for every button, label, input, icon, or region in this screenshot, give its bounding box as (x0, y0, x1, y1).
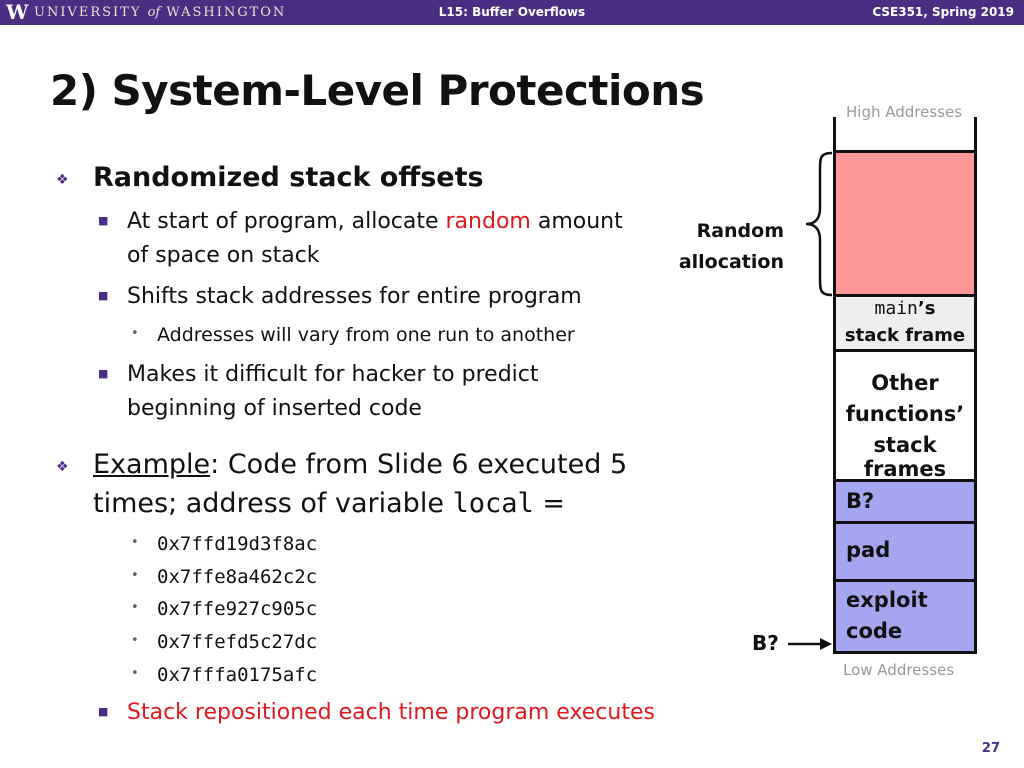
university-name-post: WASHINGTON (166, 5, 287, 20)
pad-block (833, 521, 977, 582)
high-addresses-label: High Addresses (846, 103, 963, 121)
sub-bullet-allocate-pre: At start of program, allocate (127, 209, 446, 234)
pad-label: pad (846, 538, 891, 562)
other-frames-line2: functions’ (845, 402, 965, 426)
main-stack-frame-label-line1: main’s (836, 298, 974, 319)
sub-sub-bullet-vary: Addresses will vary from one run to anot… (157, 324, 575, 346)
dot-bullet-icon: • (131, 568, 139, 583)
sub-bullet-allocate-line2: of space on stack (127, 243, 320, 268)
sub-bullet-difficult: Makes it difficult for hacker to predict (127, 362, 539, 387)
slide-title: 2) System-Level Protections (50, 66, 705, 115)
sub-bullet-repositioned: Stack repositioned each time program exe… (127, 700, 655, 725)
example-label: Example (93, 449, 211, 480)
other-frames-line3: stack frames (863, 433, 947, 481)
sub-bullet-allocate: At start of program, allocate random amo… (127, 209, 623, 234)
random-allocation-line2: allocation (678, 251, 784, 273)
example-line2-pre: times; address of variable (93, 488, 453, 519)
main-code: main (874, 298, 918, 319)
return-address-label: B? (846, 489, 875, 513)
address-item: 0x7ffd19d3f8ac (157, 533, 318, 555)
square-bullet-icon: ■ (98, 214, 109, 227)
stack-right-edge (974, 117, 977, 153)
address-item: 0x7ffe8a462c2c (157, 566, 318, 588)
main-suffix: ’s (917, 298, 936, 319)
main-stack-frame-label-line2: stack frame (844, 325, 966, 346)
low-addresses-label: Low Addresses (843, 661, 955, 679)
diamond-bullet-icon: ❖ (56, 459, 69, 475)
dot-bullet-icon: • (131, 326, 139, 341)
lecture-title: L15: Buffer Overflows (438, 5, 586, 19)
other-frames-line1: Other (871, 371, 939, 395)
dot-bullet-icon: • (131, 633, 139, 648)
stack-left-edge (833, 117, 836, 153)
random-allocation-line1: Random (696, 220, 784, 242)
dot-bullet-icon: • (131, 600, 139, 615)
uw-logo-icon: W (6, 0, 29, 24)
sub-bullet-allocate-post: amount (530, 209, 623, 234)
university-name-pre: UNIVERSITY (34, 5, 142, 20)
square-bullet-icon: ■ (98, 289, 109, 302)
return-address-block (833, 479, 977, 524)
university-name: UNIVERSITY of WASHINGTON (34, 5, 286, 20)
square-bullet-icon: ■ (98, 705, 109, 718)
bullet-example-line2: times; address of variable local = (93, 488, 565, 519)
dot-bullet-icon: • (131, 666, 139, 681)
dot-bullet-icon: • (131, 535, 139, 550)
exploit-label-line2: code (846, 619, 903, 643)
other-frames-right-edge (974, 352, 977, 480)
pointer-arrow-icon (788, 638, 832, 650)
sub-bullet-allocate-random: random (445, 209, 531, 234)
sub-bullet-difficult-line2: beginning of inserted code (127, 396, 422, 421)
random-allocation-block (833, 150, 977, 297)
sub-bullet-shifts: Shifts stack addresses for entire progra… (127, 284, 582, 309)
bullet-randomized-offsets: Randomized stack offsets (93, 162, 484, 193)
variable-local: local (452, 488, 534, 519)
brace-icon (805, 151, 833, 297)
example-line2-eq: = (533, 488, 566, 519)
bullet-example: Example: Code from Slide 6 executed 5 (93, 449, 627, 480)
address-item: 0x7fffa0175afc (157, 664, 318, 686)
course-label: CSE351, Spring 2019 (872, 5, 1014, 19)
random-allocation-label: Random allocation (660, 216, 784, 278)
square-bullet-icon: ■ (98, 367, 109, 380)
exploit-code-block (833, 579, 977, 654)
header-bar: W UNIVERSITY of WASHINGTON L15: Buffer O… (0, 0, 1024, 25)
example-line1-rest: : Code from Slide 6 executed 5 (210, 449, 628, 480)
other-frames-left-edge (833, 352, 836, 480)
page-number: 27 (981, 741, 1000, 756)
address-item: 0x7ffefd5c27dc (157, 631, 318, 653)
exploit-label-line1: exploit (846, 588, 928, 612)
b-pointer-label: B? (752, 631, 779, 655)
main-stack-frame-block (833, 294, 977, 352)
diamond-bullet-icon: ❖ (56, 172, 69, 188)
university-name-of: of (147, 5, 161, 20)
address-item: 0x7ffe927c905c (157, 598, 318, 620)
